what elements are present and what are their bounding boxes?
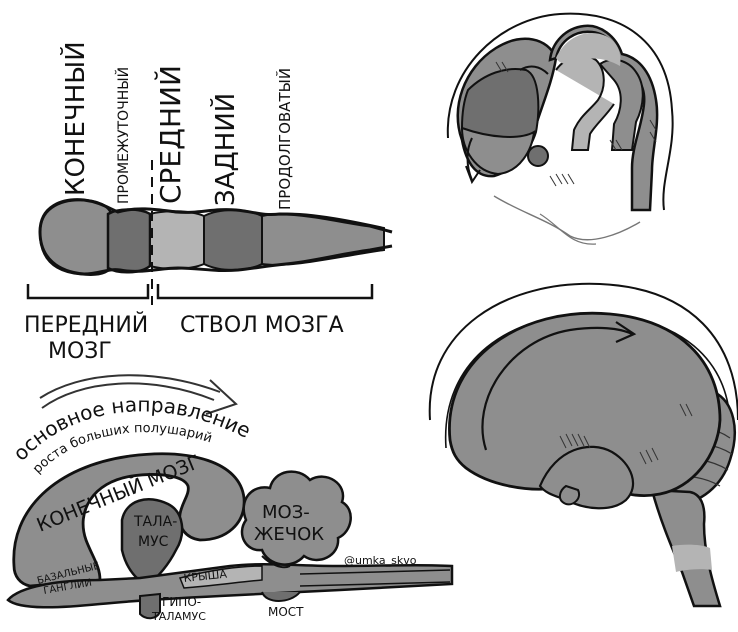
embryo-brain-figure — [448, 14, 673, 244]
label-hindbrain: ЗАДНИЙ — [209, 93, 241, 206]
telencephalon-segment — [40, 200, 112, 275]
label-cerebellum-line1: МОЗ- — [262, 502, 310, 523]
label-pons: МОСТ — [268, 605, 304, 619]
label-midbrain: СРЕДНИЙ — [153, 65, 187, 204]
neural-tube-figure: КОНЕЧНЫЙ ПРОМЕЖУТОЧНЫЙ СРЕДНИЙ ЗАДНИЙ ПР… — [24, 41, 392, 364]
label-medulla: ПРОДОЛГОВАТЫЙ — [275, 68, 294, 210]
label-telencephalon: КОНЕЧНЫЙ — [59, 41, 91, 196]
label-hypothalamus-line2: ТАЛАМУС — [151, 610, 206, 623]
midbrain-segment — [150, 211, 204, 269]
sagittal-schema-figure: основное направление роста больших полуш… — [8, 375, 452, 623]
label-thalamus-line1: ТАЛА- — [133, 514, 177, 530]
hindbrain-segment — [204, 210, 262, 270]
label-cerebellum-line2: ЖЕЧОК — [254, 524, 324, 545]
label-forebrain-line2: МОЗГ — [48, 339, 112, 364]
diencephalon-segment — [108, 210, 150, 273]
label-hypothalamus-line1: ГИПО- — [162, 595, 201, 609]
label-brainstem: СТВОЛ МОЗГА — [180, 313, 344, 338]
label-diencephalon: ПРОМЕЖУТОЧНЫЙ — [114, 67, 132, 204]
brainstem-bracket — [158, 284, 372, 298]
signature: @umka_skvo — [344, 554, 417, 567]
label-forebrain-line1: ПЕРЕДНИЙ — [24, 312, 148, 338]
forebrain-bracket — [28, 284, 148, 298]
label-thalamus-line2: МУС — [138, 534, 169, 550]
fetal-brain-figure — [430, 284, 738, 606]
